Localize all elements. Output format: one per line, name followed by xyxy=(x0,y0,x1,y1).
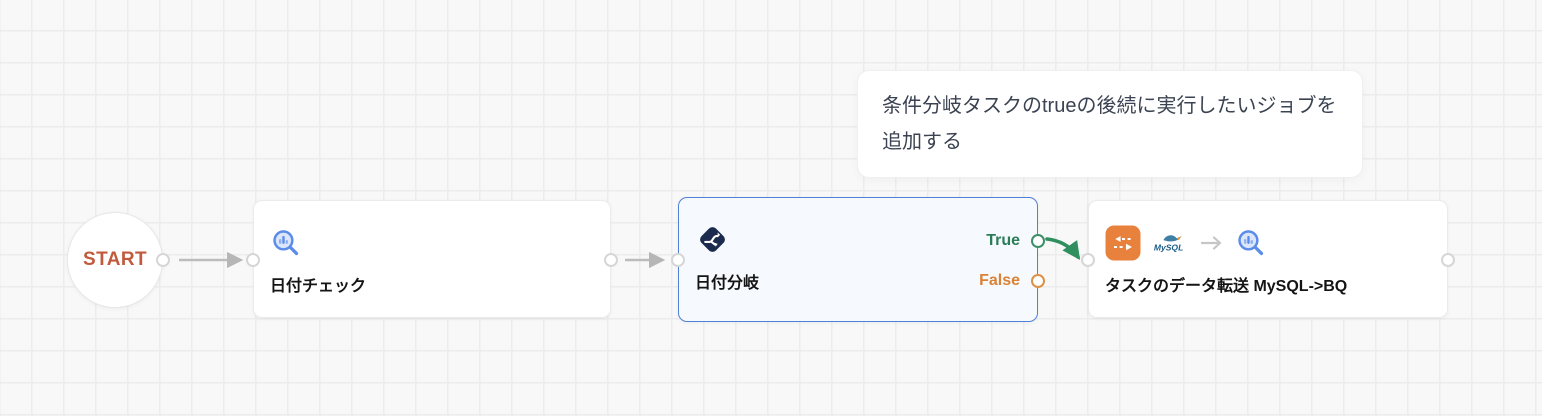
node-date-branch[interactable]: 日付分岐 True False xyxy=(678,197,1038,322)
start-node-output-port[interactable] xyxy=(156,253,170,267)
node-date-branch-input-port[interactable] xyxy=(671,253,685,267)
node-date-check-output-port[interactable] xyxy=(604,253,618,267)
node-date-check[interactable]: 日付チェック xyxy=(253,200,611,318)
branch-split-icon xyxy=(695,222,730,262)
node-date-branch-output-false-label: False xyxy=(979,272,1020,289)
node-transfer[interactable]: MySQL タスクのデータ転送 MySQL->BQ xyxy=(1088,200,1448,318)
node-date-branch-icons xyxy=(695,224,1021,260)
node-date-branch-label: 日付分岐 xyxy=(695,275,760,292)
annotation-note[interactable]: 条件分岐タスクのtrueの後続に実行したいジョブを追加する xyxy=(857,70,1363,178)
mysql-logo-text: MySQL xyxy=(1154,242,1183,252)
node-transfer-output-port[interactable] xyxy=(1441,253,1455,267)
node-transfer-input-port[interactable] xyxy=(1081,253,1095,267)
start-node-label: START xyxy=(83,249,147,270)
node-date-branch-output-true-label: True xyxy=(986,232,1020,249)
node-transfer-label: タスクのデータ転送 MySQL->BQ xyxy=(1105,278,1348,295)
node-date-branch-true-port[interactable] xyxy=(1031,234,1045,248)
arrow-right-icon xyxy=(1199,234,1225,257)
node-date-check-label: 日付チェック xyxy=(270,278,367,295)
node-date-check-icons xyxy=(270,227,594,263)
start-node[interactable]: START xyxy=(67,212,163,308)
bigquery-search-icon xyxy=(1235,227,1266,263)
bigquery-search-icon xyxy=(270,227,301,263)
mysql-logo: MySQL xyxy=(1151,230,1189,261)
node-date-branch-false-port[interactable] xyxy=(1031,274,1045,288)
annotation-note-text: 条件分岐タスクのtrueの後続に実行したいジョブを追加する xyxy=(882,95,1337,153)
edge-date-branch-true-to-transfer xyxy=(1045,237,1081,260)
data-transfer-icon xyxy=(1105,225,1141,266)
node-date-check-input-port[interactable] xyxy=(246,253,260,267)
node-transfer-icons: MySQL xyxy=(1105,225,1431,266)
